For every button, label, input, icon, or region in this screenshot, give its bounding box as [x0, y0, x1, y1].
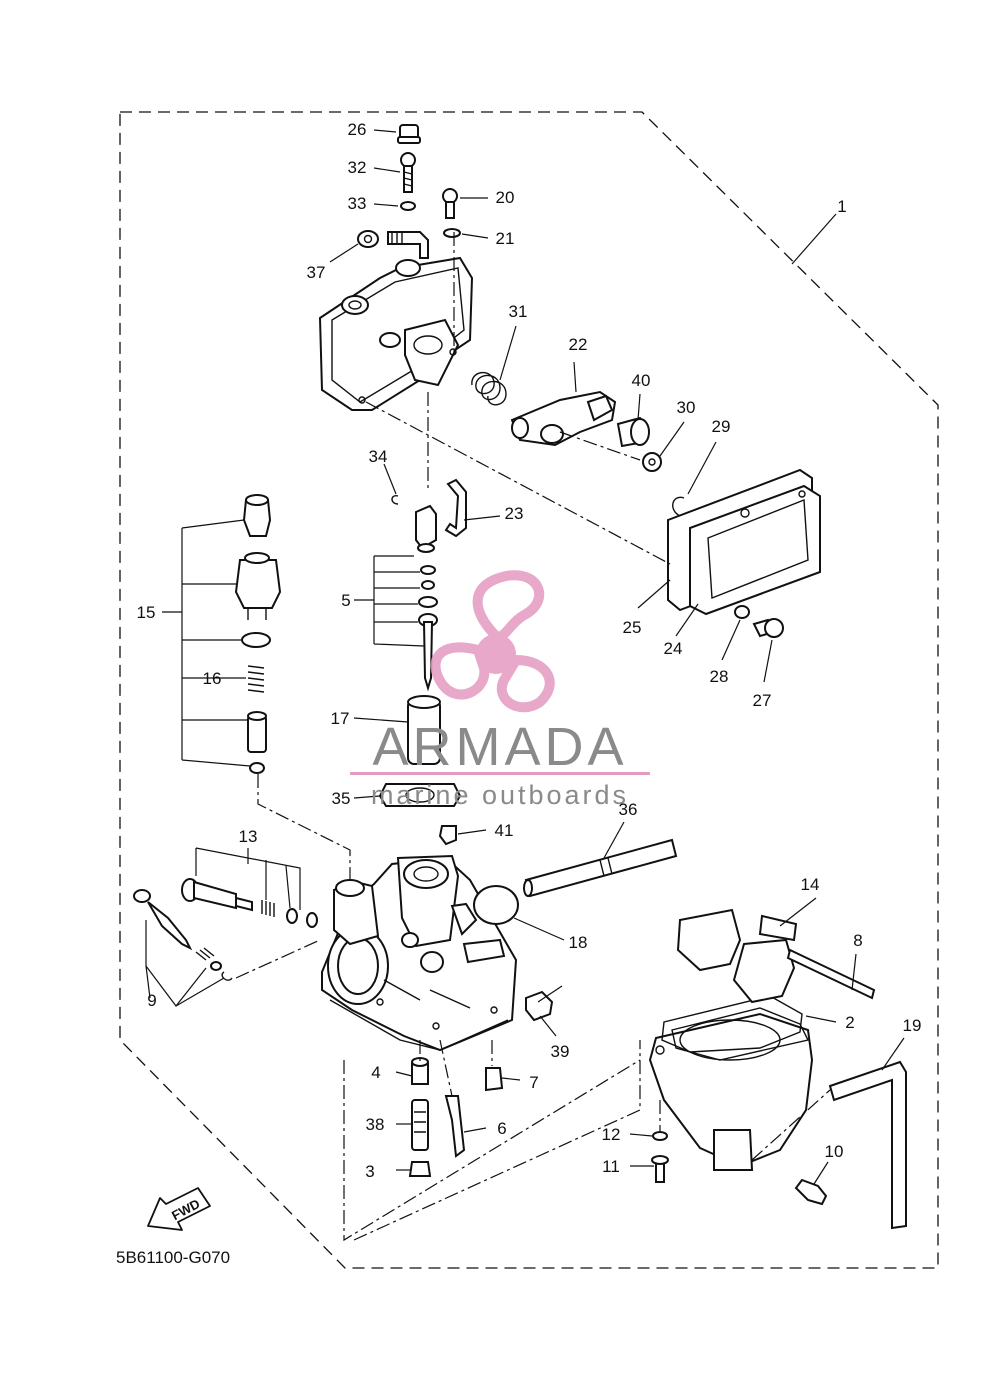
part-label: 36	[619, 800, 638, 819]
lower-jets	[408, 1057, 504, 1177]
spring-31	[471, 371, 507, 406]
part-label: 7	[529, 1073, 538, 1092]
part-label: 23	[505, 504, 524, 523]
assembly-lines	[235, 232, 831, 1242]
stop-screw-13	[181, 878, 318, 928]
part-label: 33	[348, 194, 367, 213]
part-label: 38	[366, 1115, 385, 1134]
throttle-lever-22	[510, 390, 617, 447]
part-label: 29	[712, 417, 731, 436]
gasket-24-25	[667, 468, 821, 616]
assembly-boundary	[119, 111, 939, 1269]
watermark-underline	[350, 772, 650, 775]
watermark-tagline: marine outboards	[371, 780, 629, 810]
part-label: 17	[331, 709, 350, 728]
leader-lines	[145, 129, 905, 1185]
part-label: 40	[632, 371, 651, 390]
part-label: 22	[569, 335, 588, 354]
propeller-logo-icon	[430, 570, 555, 713]
part-label: 15	[137, 603, 156, 622]
part-label: 34	[369, 447, 388, 466]
part-label: 32	[348, 158, 367, 177]
part-label: 24	[664, 639, 683, 658]
carburetor-body	[321, 854, 518, 1052]
part-label: 11	[602, 1157, 620, 1176]
part-label: 9	[147, 991, 156, 1010]
part-label: 26	[348, 120, 367, 139]
part-label: 35	[332, 789, 351, 808]
float-bowl-group	[648, 908, 907, 1230]
fwd-arrow-icon: FWD	[147, 1187, 211, 1231]
diagram-code: 5B61100-G070	[116, 1248, 230, 1267]
part-label: 31	[509, 302, 528, 321]
part-label: 41	[495, 821, 514, 840]
part-label: 20	[496, 188, 515, 207]
part-labels: 1 2 3 4 5 6 7 8 9 10 11 12 13 14 15 16 1…	[137, 120, 922, 1181]
part-label: 30	[677, 398, 696, 417]
part-label: 25	[623, 618, 642, 637]
part-label: 1	[837, 197, 846, 216]
pilot-screw-9	[133, 889, 233, 981]
top-cap-group	[318, 124, 474, 411]
part-label: 6	[497, 1119, 506, 1138]
part-label: 10	[825, 1142, 844, 1161]
part-label: 37	[307, 263, 326, 282]
part-label: 14	[801, 875, 820, 894]
part-label: 16	[203, 669, 222, 688]
part-label: 13	[239, 827, 258, 846]
part-label: 21	[496, 229, 515, 248]
part-label: 18	[569, 933, 588, 952]
pilot-jet-stack	[234, 494, 282, 774]
tube-36	[523, 838, 678, 898]
part-label: 2	[845, 1013, 854, 1032]
slide-group	[378, 695, 462, 846]
part-label: 12	[602, 1125, 621, 1144]
part-label: 5	[341, 591, 350, 610]
needle-set	[391, 478, 467, 692]
part-label: 3	[365, 1162, 374, 1181]
watermark-brand: ARMADA	[372, 717, 627, 777]
part-label: 8	[853, 931, 862, 950]
part-label: 19	[903, 1016, 922, 1035]
part-label: 27	[753, 691, 772, 710]
part-label: 4	[371, 1063, 380, 1082]
part-label: 39	[551, 1042, 570, 1061]
part-label: 28	[710, 667, 729, 686]
